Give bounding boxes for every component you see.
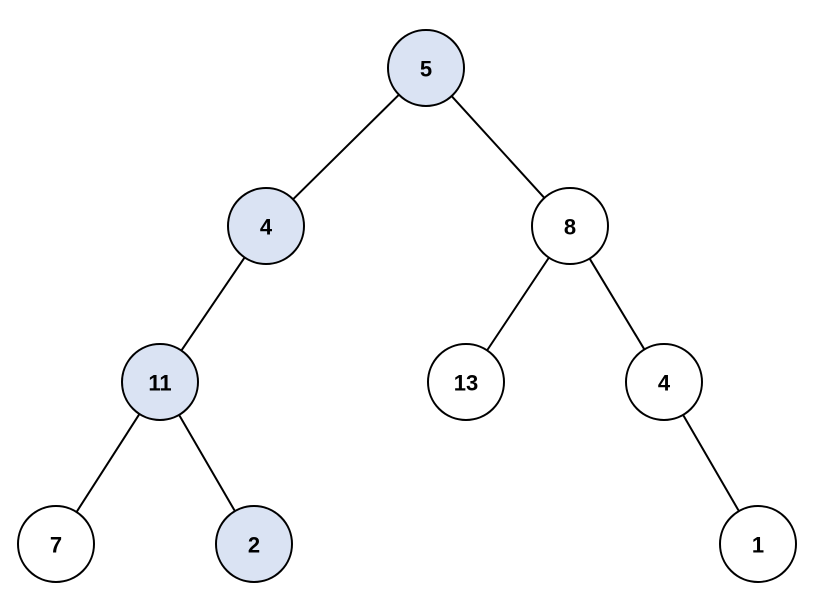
tree-node-circle-highlighted <box>121 343 199 421</box>
tree-node-circle-highlighted <box>215 505 293 583</box>
tree-nodes: 5 4 8 11 13 4 7 2 1 <box>17 29 797 583</box>
tree-node: 1 <box>719 505 797 583</box>
tree-node-label: 5 <box>420 57 432 82</box>
tree-edge <box>486 257 550 351</box>
tree-node-circle <box>531 187 609 265</box>
tree-node-circle-highlighted <box>387 29 465 107</box>
tree-edge <box>588 258 646 350</box>
tree-node-circle <box>427 343 505 421</box>
tree-edges <box>75 93 740 513</box>
tree-node-label: 4 <box>658 371 671 396</box>
tree-node-label: 13 <box>454 371 478 396</box>
tree-node: 5 <box>387 29 465 107</box>
tree-edge <box>178 414 236 512</box>
tree-node-circle-highlighted <box>227 187 305 265</box>
tree-edge <box>180 256 246 352</box>
tree-edge <box>450 95 546 199</box>
tree-node-label: 2 <box>248 533 260 558</box>
tree-node-label: 8 <box>564 215 576 240</box>
tree-edge <box>682 414 740 512</box>
tree-node-label: 7 <box>50 533 62 558</box>
tree-edge <box>75 413 141 513</box>
tree-node-circle <box>719 505 797 583</box>
tree-node: 13 <box>427 343 505 421</box>
tree-node-circle <box>625 343 703 421</box>
tree-node: 8 <box>531 187 609 265</box>
tree-node-label: 4 <box>260 215 273 240</box>
tree-node: 7 <box>17 505 95 583</box>
tree-node-label: 1 <box>752 533 764 558</box>
tree-node: 4 <box>625 343 703 421</box>
tree-edge <box>292 93 400 201</box>
tree-node: 11 <box>121 343 199 421</box>
tree-node: 2 <box>215 505 293 583</box>
tree-node-label: 11 <box>148 371 171 396</box>
tree-node-circle <box>17 505 95 583</box>
tree-node: 4 <box>227 187 305 265</box>
